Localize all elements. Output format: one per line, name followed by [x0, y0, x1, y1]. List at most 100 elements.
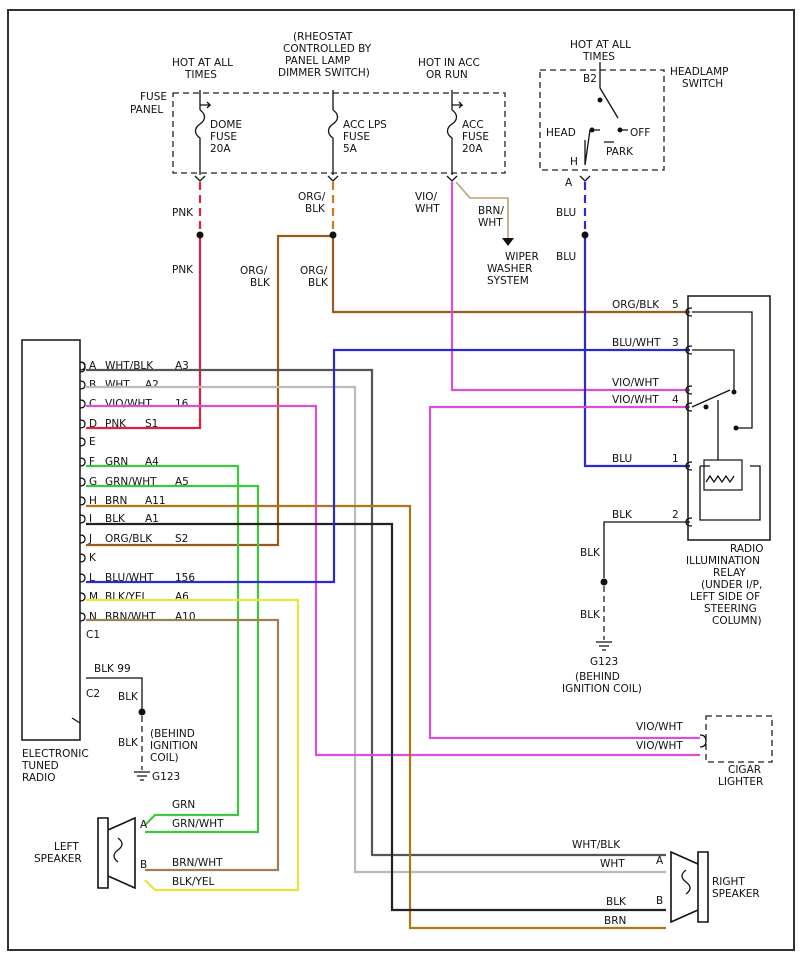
- radio-pin-connector: [79, 437, 86, 447]
- radio-pin-connector: [79, 496, 86, 506]
- relay-pin-number: 5: [672, 299, 679, 311]
- c2-label: C2: [86, 688, 100, 700]
- org-blk-label-2: ORG/BLK: [240, 265, 271, 289]
- relay-pin-number: 4: [672, 394, 679, 406]
- radio-pin-letter: A: [89, 360, 97, 372]
- radio-pin-letter: I: [89, 513, 92, 525]
- radio-pin-wire: BRN: [105, 495, 127, 507]
- c2-blk-99-label: BLK 99: [94, 663, 131, 675]
- radio-pin-circuit: S2: [175, 533, 188, 545]
- c2-blk-label-1: BLK: [118, 691, 139, 703]
- org-blk-label-3: ORG/BLK: [300, 265, 329, 289]
- radio-pin-circuit: S1: [145, 418, 158, 430]
- radio-pin-wire: PNK: [105, 418, 127, 430]
- right-speaker-w3: BLK: [606, 896, 627, 908]
- radio-pin-wire: BRN/WHT: [105, 611, 156, 623]
- brn-wht-wiper-wire: [455, 181, 509, 238]
- brn-wht-wire: [86, 618, 280, 872]
- wht-blk-wire: [86, 368, 666, 857]
- grn-wht-wire: [86, 484, 260, 834]
- radio-pin-connector: [79, 380, 86, 390]
- relay-pin-wire: BLK: [612, 509, 633, 521]
- radio-pin-connector: [79, 553, 86, 563]
- radio-pin-circuit: A1: [145, 513, 159, 525]
- radio-pin-connector: [79, 514, 86, 524]
- relay-pin-wire: VIO/WHT: [612, 394, 659, 406]
- cigar-wire-1: VIO/WHT: [636, 721, 683, 733]
- vio-wht-wire-relay: [450, 182, 690, 392]
- pnk-label-1: PNK: [172, 207, 194, 219]
- left-speaker-w2: GRN/WHT: [172, 818, 224, 830]
- relay-ground-id: G123: [590, 656, 618, 668]
- relay-blk-wire: [603, 521, 690, 578]
- blk-yel-wire: [86, 598, 300, 892]
- relay-blk-label-2: BLK: [580, 609, 601, 621]
- org-blk-wire-radio: [86, 234, 333, 547]
- brn-wht-label: BRN/WHT: [478, 205, 504, 229]
- relay-pin-wire: BLU/WHT: [612, 337, 661, 349]
- radio-pin-letter: K: [89, 552, 97, 564]
- radio-pin-connector: [79, 361, 86, 371]
- radio-pin-letter: D: [89, 418, 97, 430]
- grn-wire: [86, 464, 240, 826]
- blu-wire: [583, 238, 690, 468]
- vio-wht-radio-wire: [86, 404, 700, 757]
- relay-pin-connector: [685, 307, 693, 317]
- radio-pin-letter: C: [89, 398, 96, 410]
- pnk-wire: [86, 238, 202, 430]
- relay-pin-wire: BLU: [612, 453, 632, 465]
- radio-pin-letter: F: [89, 456, 95, 468]
- blu-wht-wire: [86, 348, 690, 584]
- a-label: A: [565, 177, 573, 189]
- radio-pin-letter: N: [89, 611, 97, 623]
- left-speaker-pin-a: A: [140, 819, 148, 831]
- radio-pin-wire: BLK: [105, 513, 126, 525]
- radio-pin-wire: VIO/WHT: [105, 398, 152, 410]
- c2-blk-label-2: BLK: [118, 737, 139, 749]
- radio-pin-connector: [79, 612, 86, 622]
- radio-pin-circuit: A2: [145, 379, 159, 391]
- right-speaker-w1: WHT/BLK: [572, 839, 621, 851]
- diagram-border: [7, 9, 795, 951]
- org-blk-label-1: ORG/BLK: [298, 191, 326, 215]
- radio-pin-circuit: 16: [175, 398, 189, 410]
- radio-pin-letter: J: [88, 533, 92, 545]
- radio-pin-wire: ORG/BLK: [105, 533, 153, 545]
- b2-label: B2: [583, 73, 597, 85]
- relay-pin-connector: [685, 461, 693, 471]
- c2-blk-wire: [86, 677, 143, 710]
- radio-pin-letter: B: [89, 379, 96, 391]
- left-speaker-w1: GRN: [172, 799, 195, 811]
- radio-pin-letter: M: [89, 591, 98, 603]
- radio-pin-connector: [79, 399, 86, 409]
- radio-pin-wire: BLK/YEL: [105, 591, 148, 603]
- radio-pin-wire: WHT: [105, 379, 130, 391]
- radio-pin-connector: [79, 592, 86, 602]
- radio-pin-connector: [79, 477, 86, 487]
- relay-pin-wire: ORG/BLK: [612, 299, 660, 311]
- radio-pin-connector: [79, 534, 86, 544]
- right-speaker-pin-b: B: [656, 895, 663, 907]
- relay-pin-connector: [685, 402, 693, 412]
- org-blk-wire-relay: [331, 238, 690, 314]
- relay-pin-number: 1: [672, 453, 679, 465]
- radio-pin-letter: G: [89, 476, 97, 488]
- off-label: OFF: [630, 127, 650, 139]
